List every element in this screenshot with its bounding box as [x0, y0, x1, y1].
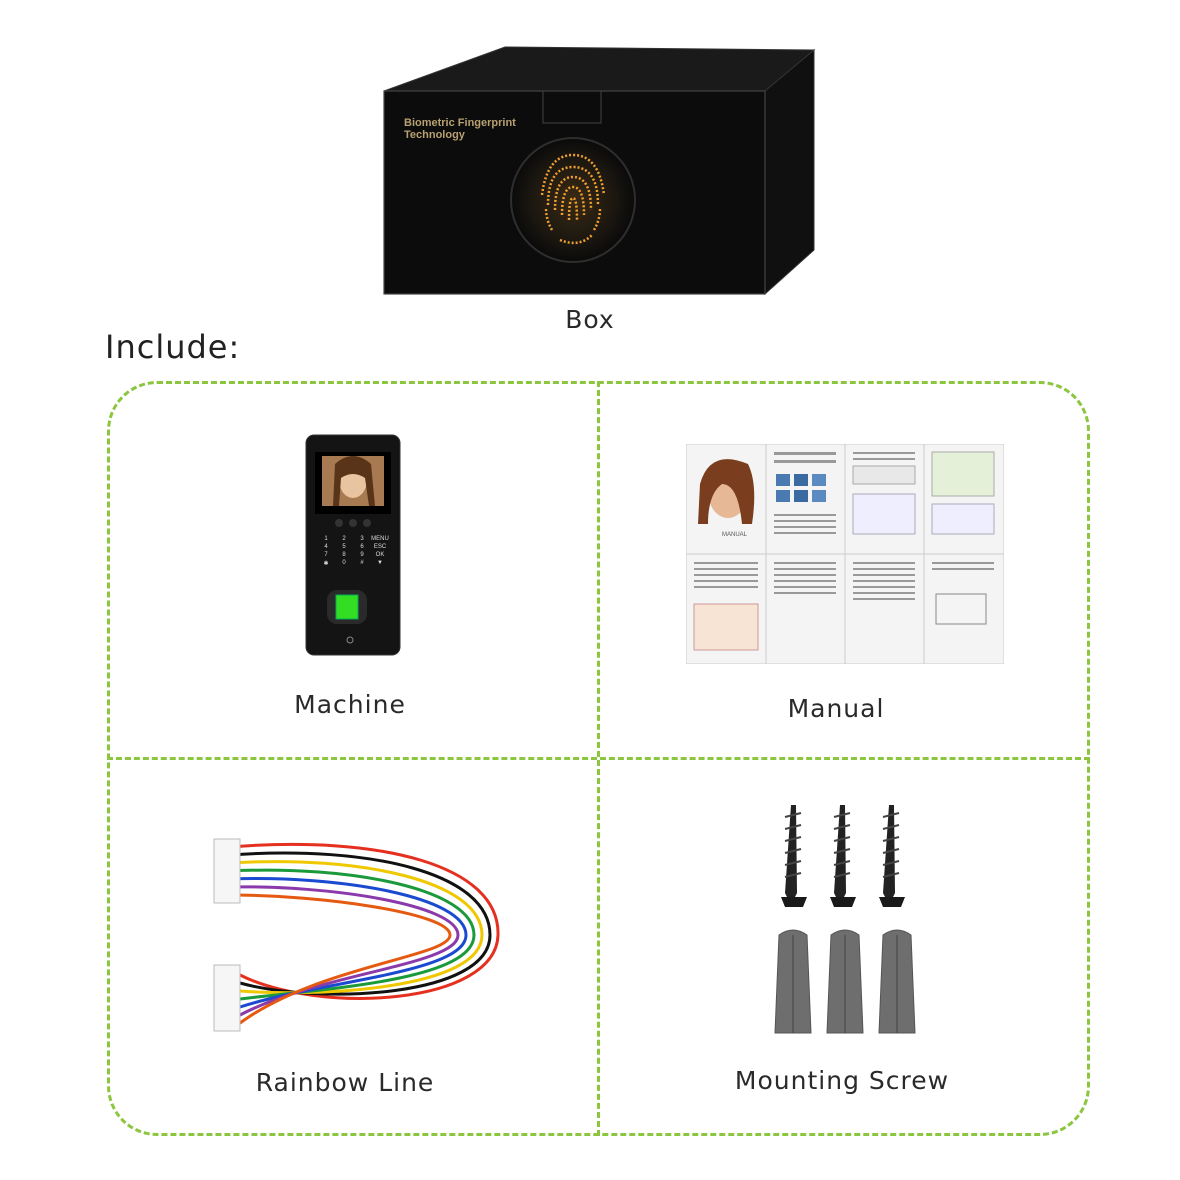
key: 4 — [324, 544, 328, 550]
box-svg — [383, 46, 816, 296]
machine-svg — [305, 434, 401, 656]
key: 9 — [360, 552, 364, 558]
key: ESC — [373, 544, 387, 550]
box-print-line1: Biometric Fingerprint — [404, 117, 516, 129]
manual-image: MANUAL — [686, 444, 1004, 664]
screw — [879, 805, 905, 907]
grid-horizontal-divider — [107, 757, 1090, 760]
key: 2 — [342, 536, 346, 542]
wall-anchor — [826, 929, 864, 1034]
key: OK — [375, 552, 385, 558]
key: 0 — [342, 560, 346, 566]
fingerprint-sensor — [335, 594, 359, 620]
wall-anchor — [774, 929, 812, 1034]
rainbow-line-caption: Rainbow Line — [255, 1068, 435, 1097]
box-illustration: Biometric Fingerprint Technology — [380, 45, 820, 300]
include-heading: Include: — [105, 328, 241, 366]
mounting-screws-image — [765, 805, 925, 1040]
key: 5 — [342, 544, 346, 550]
key: 8 — [342, 552, 346, 558]
screw — [781, 805, 807, 907]
key: ▼ — [377, 560, 383, 566]
manual-svg — [686, 444, 1004, 664]
machine-caption: Machine — [294, 690, 406, 719]
rainbow-line-svg — [213, 838, 500, 1032]
manual-cover-title: MANUAL — [722, 532, 748, 538]
fingerprint-icon — [540, 153, 606, 245]
key: MENU — [371, 536, 389, 542]
box-side-face — [764, 48, 815, 296]
key: # — [360, 560, 364, 566]
key: 3 — [360, 536, 364, 542]
connector-top — [213, 838, 241, 904]
box-print-line2: Technology — [404, 129, 465, 141]
key: ✱ — [323, 561, 329, 567]
screw — [830, 805, 856, 907]
key: 1 — [324, 536, 328, 542]
mounting-screw-caption: Mounting Screw — [734, 1066, 950, 1095]
box-caption: Box — [565, 305, 615, 334]
machine-image: 1 2 3 MENU 4 5 6 ESC 7 8 9 OK ✱ 0 # ▼ — [305, 434, 401, 656]
wall-anchor — [878, 929, 916, 1034]
key: 6 — [360, 544, 364, 550]
box-top-face — [383, 46, 816, 92]
fingerprint-window — [510, 137, 636, 263]
connector-bottom — [213, 964, 241, 1032]
manual-caption: Manual — [787, 694, 885, 723]
rainbow-line-image — [200, 825, 515, 1035]
screws-svg — [774, 805, 916, 1034]
machine-keypad: 1 2 3 MENU 4 5 6 ESC 7 8 9 OK ✱ 0 # ▼ — [317, 536, 389, 567]
key: 7 — [324, 552, 328, 558]
